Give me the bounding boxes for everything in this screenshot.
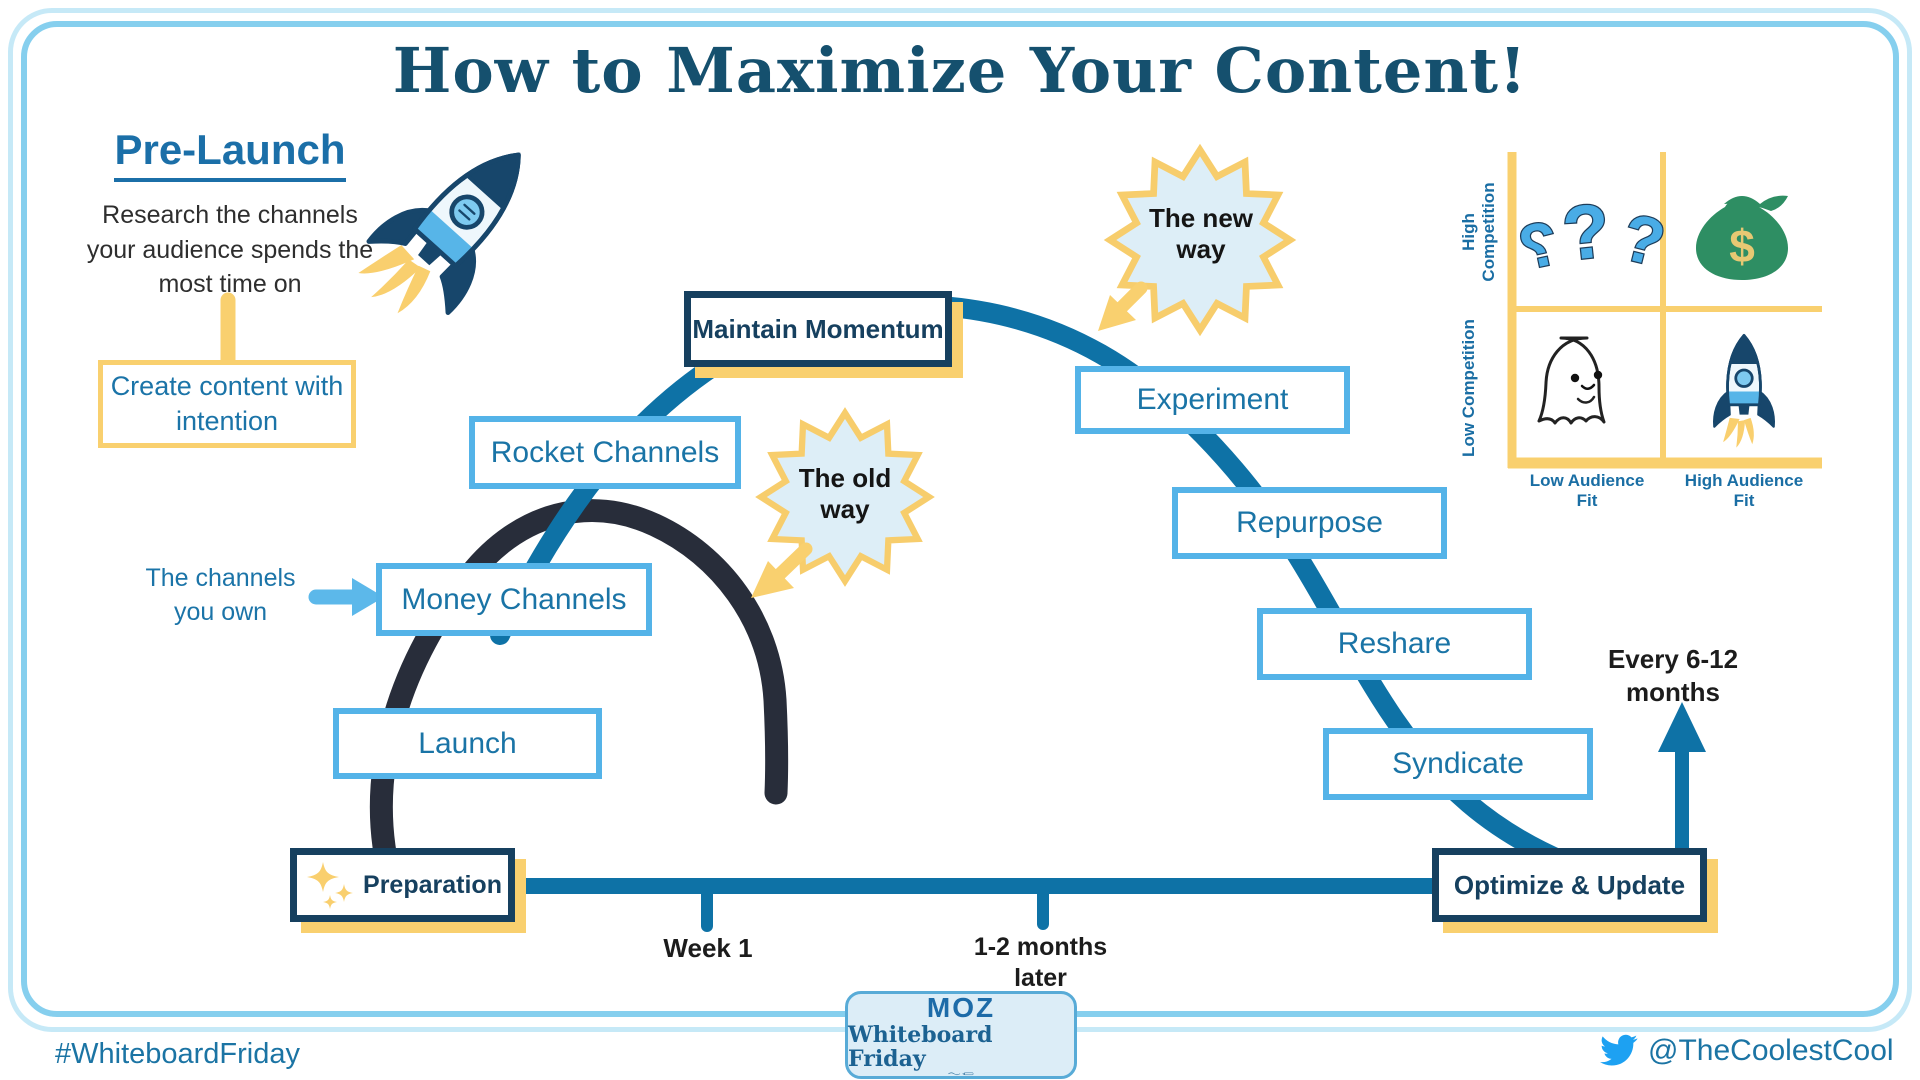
matrix-low-competition-label: Low Competition	[1459, 319, 1478, 457]
new-way-label: The new way	[1148, 203, 1253, 265]
stage-experiment: Experiment	[1075, 366, 1350, 434]
channels-you-own-note: The channels you own	[145, 564, 296, 626]
stage-maintain-momentum: Maintain Momentum	[684, 291, 952, 367]
twitter-attribution[interactable]: @TheCoolestCool	[1598, 1034, 1894, 1068]
matrix-high-audience-fit-label: High Audience Fit	[1684, 471, 1804, 511]
marker-squiggle-icon	[948, 1072, 974, 1076]
channels-own-arrow-head	[352, 578, 384, 616]
old-way-arrow-head	[751, 561, 794, 598]
ghost-icon	[1537, 336, 1606, 425]
old-way-label: The old way	[798, 463, 892, 525]
stage-preparation: Preparation	[290, 848, 515, 922]
svg-text:?: ?	[1513, 208, 1564, 283]
timeline-months-label: 1-2 months later	[973, 933, 1108, 993]
timeline-every-6-12-label: Every 6-12 months	[1607, 644, 1739, 707]
new-way-arrow-head	[1098, 295, 1136, 331]
question-marks-icon: ? ? ?	[1512, 187, 1674, 285]
stage-launch: Launch	[333, 708, 602, 779]
stage-rocket-channels: Rocket Channels	[469, 416, 741, 489]
matrix-low-audience-fit-label: Low Audience Fit	[1529, 471, 1645, 511]
page-title: How to Maximize Your Content!	[392, 34, 1528, 107]
stage-preparation-label: Preparation	[363, 870, 502, 899]
twitter-handle[interactable]: @TheCoolestCool	[1648, 1034, 1894, 1067]
stage-syndicate: Syndicate	[1323, 728, 1593, 800]
svg-text:?: ?	[1559, 188, 1614, 277]
matrix-rocket-icon	[1713, 333, 1775, 448]
sparkles-icon	[307, 862, 354, 909]
prelaunch-heading: Pre-Launch	[60, 126, 400, 182]
stage-optimize-update: Optimize & Update	[1432, 848, 1707, 922]
svg-text:$: $	[1729, 220, 1755, 272]
stage-reshare: Reshare	[1257, 608, 1532, 680]
hashtag-whiteboardfriday: #WhiteboardFriday	[55, 1038, 300, 1070]
moz-whiteboard-friday-badge: MOZ Whiteboard Friday	[845, 991, 1077, 1079]
new-way-starburst	[1103, 143, 1297, 337]
old-way-starburst	[755, 407, 935, 587]
old-way-arrow-shaft	[773, 542, 813, 581]
prelaunch-heading-text: Pre-Launch	[114, 126, 346, 182]
create-content-callout: Create content with intention	[98, 360, 356, 448]
twitter-bird-icon	[1600, 1034, 1638, 1066]
matrix-high-competition-label: High Competition	[1459, 182, 1498, 282]
prelaunch-description: Research the channels your audience spen…	[86, 201, 374, 298]
moz-logo: MOZ	[926, 992, 996, 1023]
stage-repurpose: Repurpose	[1172, 487, 1447, 559]
old-way-curve	[369, 499, 789, 897]
update-cycle-arrow-head	[1658, 702, 1706, 752]
badge-series-name: Whiteboard Friday	[848, 1022, 993, 1073]
rocket-illustration	[358, 152, 521, 316]
new-way-arrow-shaft	[1114, 281, 1148, 315]
money-bag-icon: $	[1696, 195, 1788, 280]
timeline-week1-label: Week 1	[663, 933, 753, 963]
stage-money-channels: Money Channels	[376, 563, 652, 636]
